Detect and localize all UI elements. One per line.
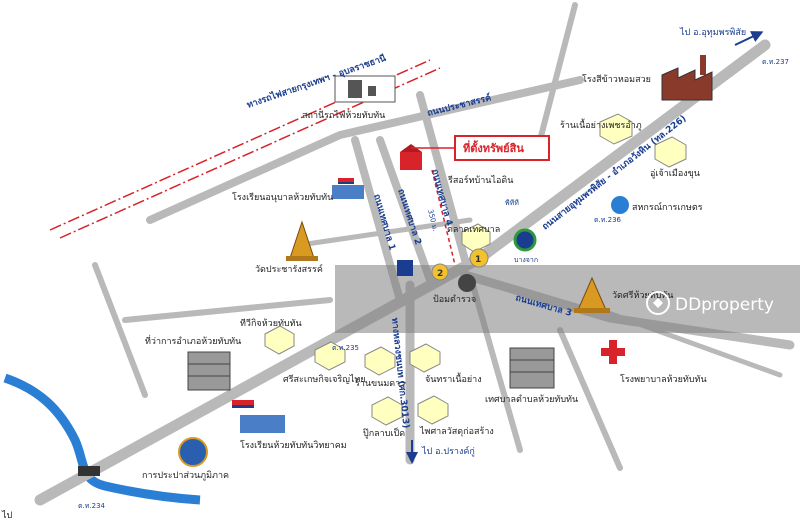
label-bangchak: บางจาก xyxy=(514,256,538,264)
factory-icon xyxy=(661,55,713,101)
label-distance: 350 ม. xyxy=(426,209,439,233)
label-phaisan: ไพศาลวัสดุก่อสร้าง xyxy=(419,426,494,437)
label-km236: ต.ท.236 xyxy=(594,216,622,224)
police-box-icon xyxy=(458,274,476,292)
bangchak-logo xyxy=(513,228,537,252)
building-phaisan xyxy=(417,395,449,425)
label-km237: ต.ท.237 xyxy=(762,58,789,66)
coop-logo xyxy=(611,196,629,214)
label-school-anuban: โรงเรียนอนุบาลห้วยทับทัน xyxy=(232,192,333,203)
label-marker-1: 1 xyxy=(475,255,481,265)
label-shop-phetcharat: ร้านเนื้อย่างเพชรอำภู xyxy=(560,118,642,131)
road-west-2 xyxy=(122,297,333,323)
building-janthra xyxy=(409,343,441,373)
label-police: ป้อมตำรวจ xyxy=(433,294,476,305)
yellow-buildings xyxy=(264,113,687,426)
building-uchao xyxy=(654,136,687,168)
label-tvs: ทีวีกิจห้วยทับทัน xyxy=(240,318,302,329)
road-tessaban4 xyxy=(416,91,469,264)
building-market xyxy=(461,223,491,253)
label-temple-huai: วัดศรีห้วยทับทัน xyxy=(612,290,673,301)
building-tvs xyxy=(264,325,295,355)
road-west xyxy=(92,262,148,398)
school-anuban xyxy=(332,178,364,199)
label-janthra: จันทราเนื้อย่าง xyxy=(425,372,482,385)
watermark-band xyxy=(335,265,800,333)
bridge-icon xyxy=(78,466,100,476)
arrow-to-uthumphon xyxy=(734,31,764,46)
hospital-cross-icon xyxy=(601,340,625,364)
label-km235: ต.ท.235 xyxy=(332,344,359,352)
label-station: สถานีรถไฟห้วยทับทัน xyxy=(302,110,385,121)
label-noodle: ร้านขนมดาว xyxy=(355,378,405,389)
label-km234: ต.ท.234 xyxy=(78,502,106,510)
label-factory: โรงสีข้าวหอมสวย xyxy=(582,74,651,85)
building-srisaket xyxy=(314,341,346,371)
label-uchao: อู่เจ้าเมืองขุน xyxy=(650,168,700,179)
label-temple-prachasan: วัดประชารังสรรค์ xyxy=(255,263,323,275)
river xyxy=(3,373,201,505)
ddproperty-watermark: DDproperty xyxy=(645,290,774,320)
label-road-tessaban2: ถนนเทศบาล 2 xyxy=(395,188,422,246)
label-road-prachasan: ถนนประชาสรรค์ xyxy=(426,91,492,118)
label-srisaket-shop: ศรีสะเกษกิจเจริญไทย xyxy=(283,374,366,385)
distance-arrow xyxy=(431,169,456,266)
road-prachasan xyxy=(146,76,584,224)
road-tessaban2 xyxy=(376,136,434,284)
label-marker-2: 2 xyxy=(437,269,443,279)
marker-2 xyxy=(431,263,449,281)
ddproperty-watermark-text: DDproperty xyxy=(675,295,774,315)
temple-huai xyxy=(574,276,610,313)
ddproperty-logo-icon xyxy=(645,290,671,320)
label-ptt: พีทีที xyxy=(505,199,519,207)
road-center-link xyxy=(297,217,473,248)
label-edge-pai: ไป xyxy=(1,510,13,521)
ptt-booth-icon xyxy=(397,260,413,276)
pwa-logo xyxy=(178,437,208,467)
property-marker xyxy=(400,135,550,170)
label-pwa: การประปาส่วนภูมิภาค xyxy=(142,470,229,481)
label-coop: สหกรณ์การเกษตร xyxy=(632,201,703,213)
label-to-uthumphon: ไป อ.อุทุมพรพิสัย xyxy=(679,27,746,38)
label-hospital: โรงพยาบาลห้วยทับทัน xyxy=(620,374,707,385)
building-noodle xyxy=(364,346,396,376)
label-property: ที่ตั้งทรัพย์สิน xyxy=(463,140,524,155)
marker-1 xyxy=(469,248,489,268)
label-market: ตลาดเทศบาล xyxy=(447,225,500,235)
label-pukkrai: ปู๊กลาบเป็ด xyxy=(363,426,405,439)
label-tessaban-office: เทศบาลตำบลห้วยทับทัน xyxy=(485,394,578,405)
label-resort: รีสอร์ทบ้านไอดิน xyxy=(448,174,514,186)
label-to-prangku: ไป อ.ปรางค์กู่ xyxy=(421,445,475,457)
building-pukkrai xyxy=(371,396,403,426)
road-south-east-2 xyxy=(557,327,623,471)
label-district-office: ที่ว่าการอำเภอห้วยทับทัน xyxy=(145,334,241,347)
school-witthaya xyxy=(232,400,285,433)
temple-prachasan xyxy=(286,220,318,261)
district-office-building xyxy=(187,351,231,391)
label-school-witthaya: โรงเรียนห้วยทับทันวิทยาคม xyxy=(240,440,347,451)
tessaban-office-building xyxy=(509,347,555,389)
railway-station xyxy=(334,75,396,103)
building-phetcharat xyxy=(599,113,633,145)
road-north-east xyxy=(537,2,578,143)
